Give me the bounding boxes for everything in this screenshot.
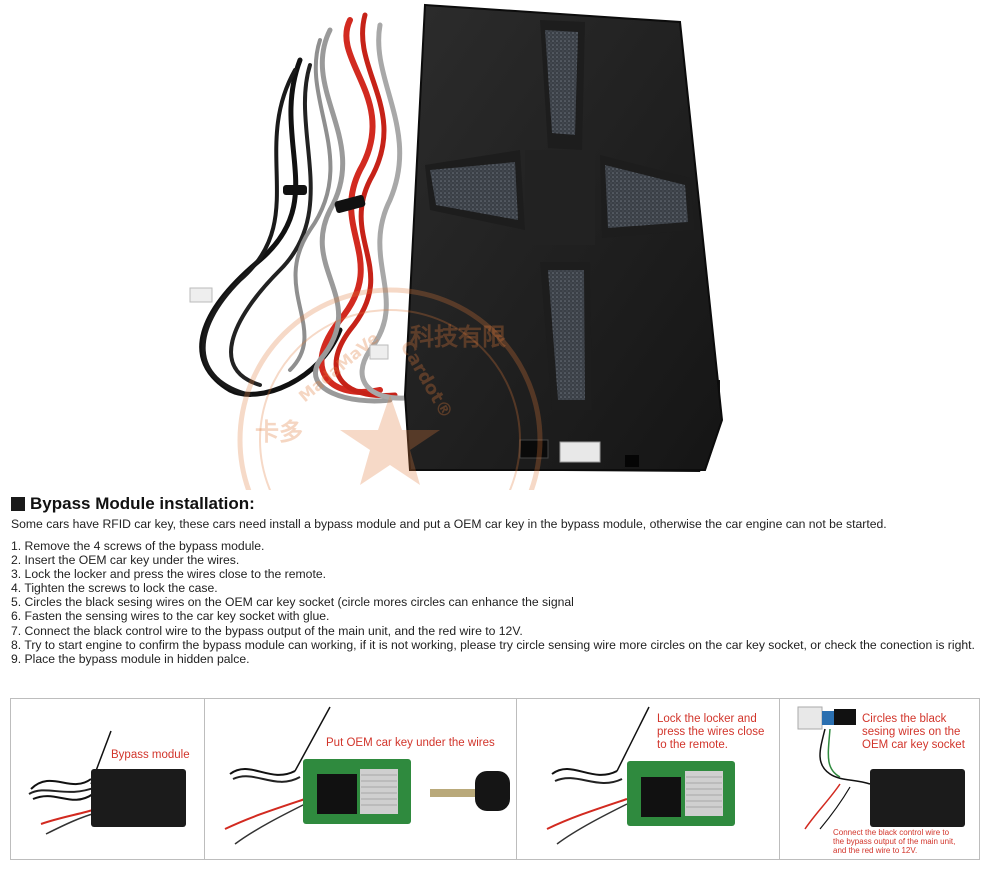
step-item: 6. Fasten the sensing wires to the car k… (11, 609, 330, 624)
step-item: 2. Insert the OEM car key under the wire… (11, 553, 240, 568)
panel-put-key: Put OEM car key under the wires (204, 699, 516, 859)
panel-circle-wires: Circles the black sesing wires on the OE… (779, 699, 980, 859)
step-item: 3. Lock the locker and press the wires c… (11, 567, 327, 582)
section-title: Bypass Module installation: (30, 494, 255, 513)
watermark-seal (237, 287, 543, 490)
panel4-note: Connect the black control wire to the by… (833, 828, 955, 855)
bypass-module-photo: 科技有限 卡多 Cardot® MadaMaVe (189, 3, 724, 490)
panel4-caption-line: OEM car key socket (862, 739, 965, 751)
step-item: 9. Place the bypass module in hidden pal… (11, 651, 250, 666)
section-heading: Bypass Module installation: (11, 494, 255, 514)
watermark-text-left: 卡多 (255, 418, 303, 446)
panel1-caption: Bypass module (111, 749, 190, 761)
panel2-caption: Put OEM car key under the wires (326, 737, 495, 749)
panel4-note-line: Connect the black control wire to (833, 828, 950, 837)
watermark-text-top: 科技有限 (410, 323, 506, 351)
panel-bypass-module: Bypass module (11, 699, 203, 859)
panel4-caption-line: Circles the black (862, 713, 947, 725)
wire-bundle (189, 12, 408, 404)
panel3-caption-line: Lock the locker and (657, 713, 757, 725)
panel4-note-line: the bypass output of the main unit, (833, 837, 956, 846)
step-item: 7. Connect the black control wire to the… (11, 623, 523, 638)
installation-image-strip: Bypass module Put OEM car key under the … (10, 698, 980, 860)
step-item: 5. Circles the black sesing wires on the… (11, 595, 574, 610)
step-item: 1. Remove the 4 screws of the bypass mod… (11, 539, 265, 553)
panel4-note-line: and the red wire to 12V. (833, 846, 918, 855)
panel-lock-locker: Lock the locker and press the wires clos… (516, 699, 779, 859)
panel4-caption: Circles the black sesing wires on the OE… (862, 713, 965, 752)
square-bullet-icon (11, 497, 25, 511)
step-item: 8. Try to start engine to confirm the by… (11, 637, 975, 652)
panel3-caption: Lock the locker and press the wires clos… (657, 713, 764, 752)
installation-steps: 1. Remove the 4 screws of the bypass mod… (11, 539, 986, 666)
cross-emboss (425, 20, 695, 410)
panel3-caption-line: press the wires close (657, 726, 765, 738)
step-item: 4. Tighten the screws to lock the case. (11, 581, 218, 596)
panel4-caption-line: sesing wires on the (862, 726, 961, 738)
panel3-caption-line: to the remote. (657, 739, 728, 751)
section-intro: Some cars have RFID car key, these cars … (11, 517, 887, 531)
